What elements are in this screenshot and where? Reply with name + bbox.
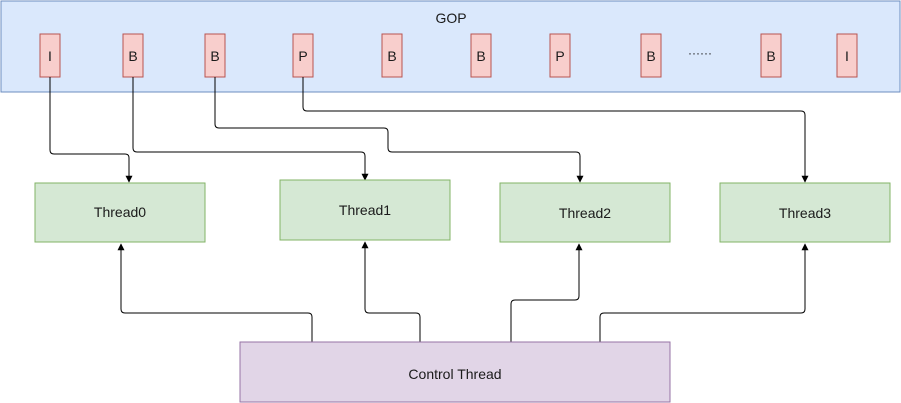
frame-5[interactable]: B xyxy=(470,33,492,78)
frame-label: B xyxy=(766,48,775,64)
thread-box-2[interactable]: Thread2 xyxy=(499,182,671,243)
frame-label: B xyxy=(128,48,137,64)
edge-control-thread0 xyxy=(117,243,313,342)
frame-8[interactable]: B xyxy=(760,33,782,78)
frame-6[interactable]: P xyxy=(549,33,571,78)
frame-label: P xyxy=(555,48,564,64)
frame-edges xyxy=(49,77,809,183)
frame-9[interactable]: I xyxy=(836,33,858,78)
frame-0[interactable]: I xyxy=(39,33,61,78)
frame-label: I xyxy=(845,48,849,64)
control-thread-box[interactable]: Control Thread xyxy=(239,341,671,403)
gop-title: GOP xyxy=(435,10,466,26)
frame-2[interactable]: B xyxy=(204,33,226,78)
edge-frame2-thread2 xyxy=(214,77,584,183)
edge-frame0-thread0 xyxy=(49,77,133,183)
frame-label: B xyxy=(387,48,396,64)
thread-label: Thread1 xyxy=(339,202,391,218)
frame-label: B xyxy=(476,48,485,64)
frame-label: B xyxy=(646,48,655,64)
thread-box-1[interactable]: Thread1 xyxy=(279,179,451,241)
edge-frame3-thread3 xyxy=(302,77,809,183)
frames-ellipsis: ······ xyxy=(688,46,712,60)
frame-7[interactable]: B xyxy=(640,33,662,78)
control-edges xyxy=(117,241,809,342)
thread-label: Thread3 xyxy=(779,205,831,221)
edge-control-thread3 xyxy=(599,243,809,342)
thread-box-0[interactable]: Thread0 xyxy=(34,182,206,243)
thread-label: Thread2 xyxy=(559,205,611,221)
edge-frame1-thread1 xyxy=(132,77,369,181)
frame-label: P xyxy=(298,48,307,64)
gop-container: GOP xyxy=(0,0,901,93)
thread-box-3[interactable]: Thread3 xyxy=(719,182,891,243)
gop-frames: I B B P B B P B xyxy=(39,33,858,78)
thread-label: Thread0 xyxy=(94,204,146,220)
frame-label: I xyxy=(48,48,52,64)
frame-3[interactable]: P xyxy=(292,33,314,78)
edge-control-thread2 xyxy=(510,243,583,342)
frame-label: B xyxy=(210,48,219,64)
frame-4[interactable]: B xyxy=(381,33,403,78)
control-thread-label: Control Thread xyxy=(408,366,501,382)
edge-control-thread1 xyxy=(361,241,421,342)
frame-1[interactable]: B xyxy=(122,33,144,78)
